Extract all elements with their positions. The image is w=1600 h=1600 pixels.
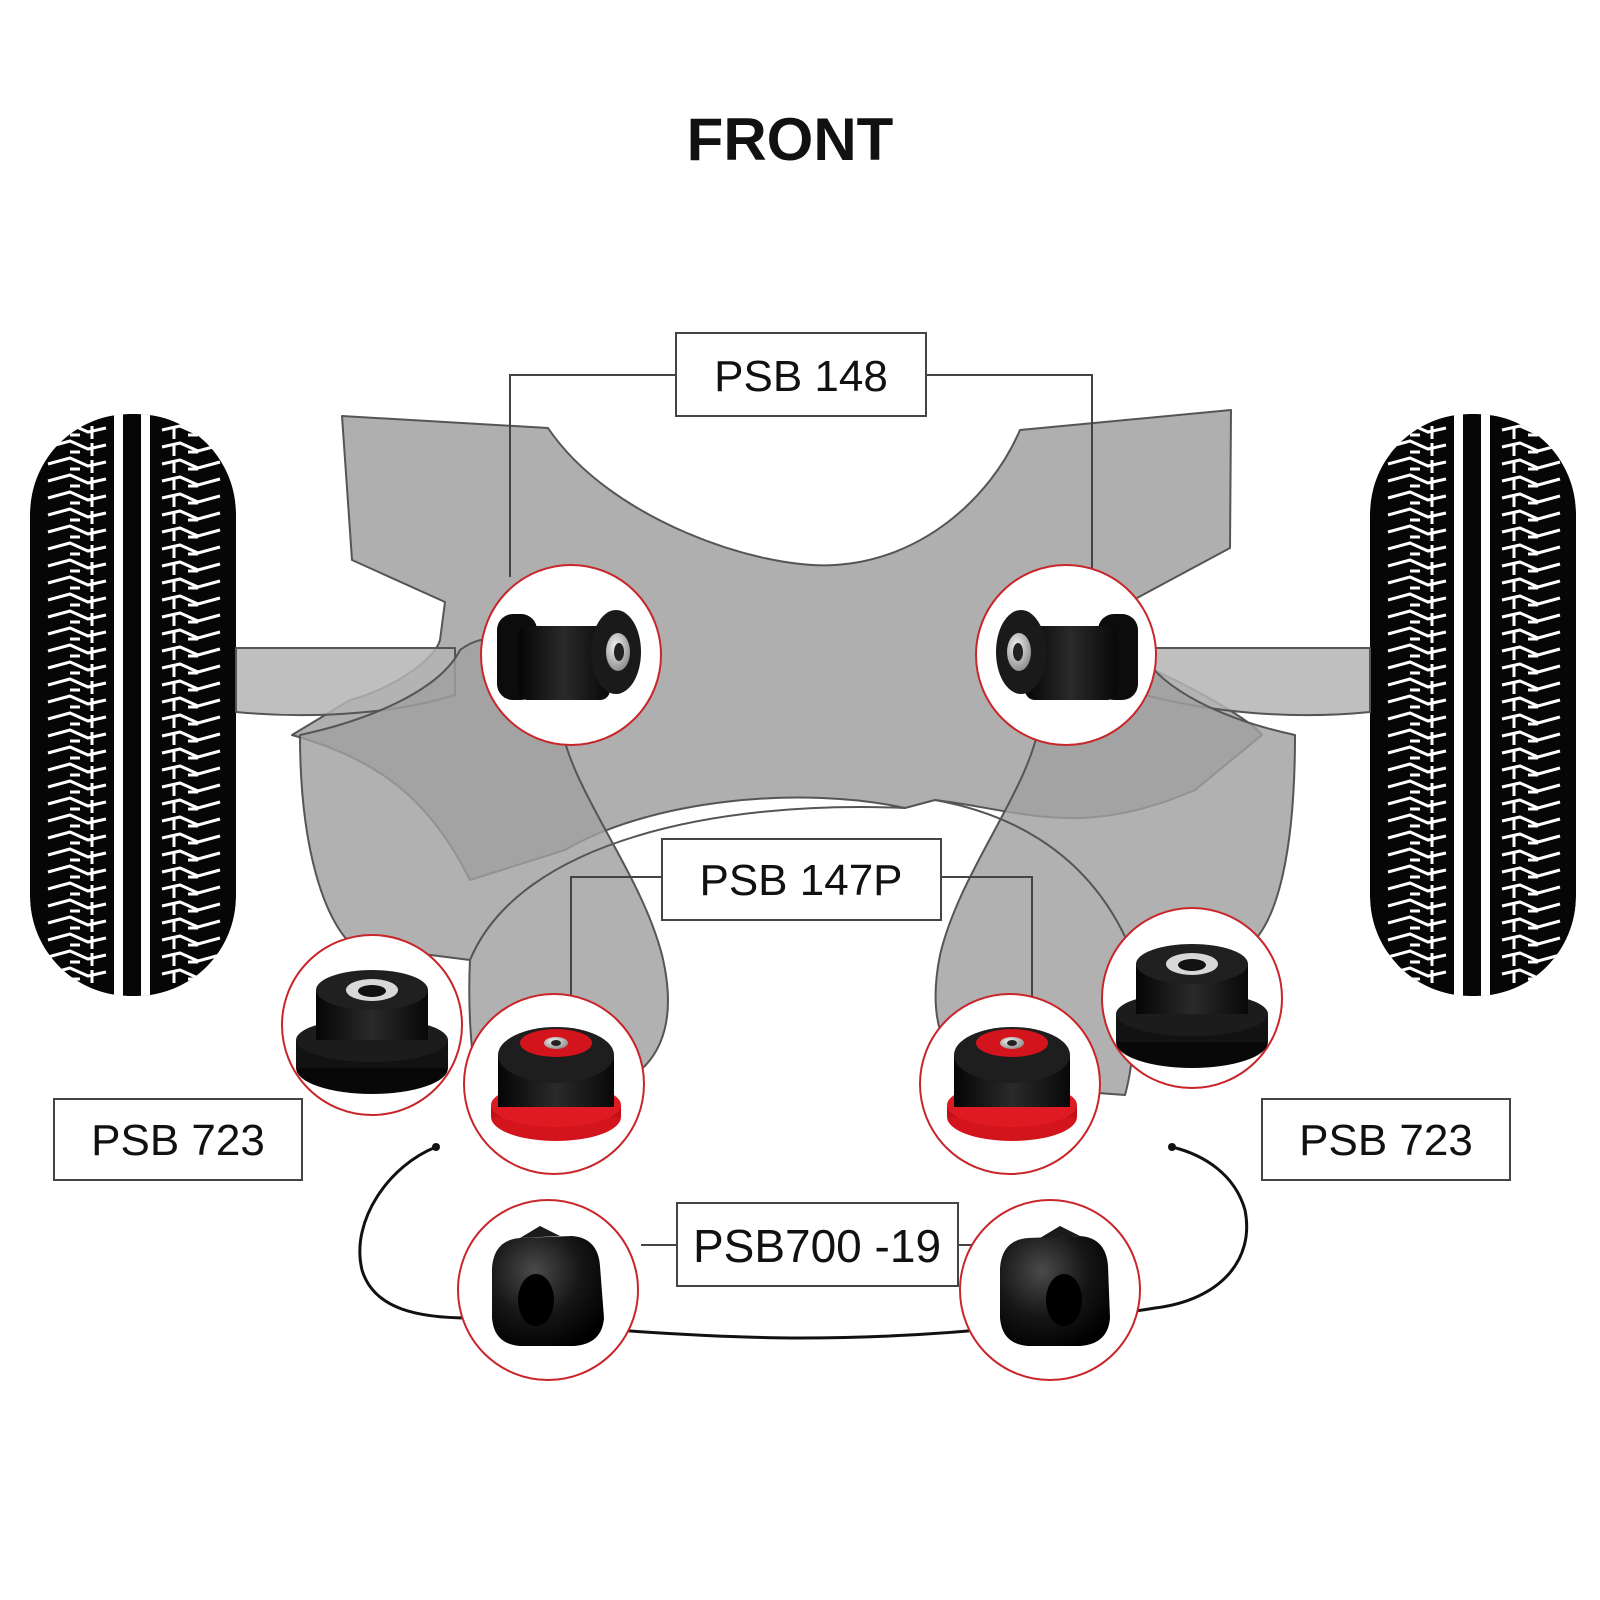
label-psb723-right-text: PSB 723: [1299, 1116, 1473, 1165]
page-title: FRONT: [687, 106, 894, 173]
left-wheel: [30, 414, 236, 996]
leader-lines: [509, 374, 1093, 1246]
leader-psb147p-right: [941, 876, 1033, 1008]
callout-antiroll-left: [457, 1199, 639, 1381]
cylindrical-bushing-icon: [996, 610, 1138, 700]
antiroll-bar: [358, 1143, 1249, 1340]
red-flanged-bushing-icon: [947, 1027, 1077, 1141]
red-flanged-bushing-icon: [491, 1027, 621, 1141]
cylindrical-bushing-icon: [497, 610, 641, 700]
callout-inner-left: [463, 993, 645, 1175]
tyre-tread-icon: [1370, 414, 1576, 996]
label-psb723-left-text: PSB 723: [91, 1116, 265, 1165]
callout-antiroll-right: [959, 1199, 1141, 1381]
label-psb148-text: PSB 148: [714, 352, 888, 401]
stepped-bushing-icon: [296, 970, 448, 1094]
label-psb148: PSB 148: [675, 332, 927, 417]
right-wheel: [1370, 414, 1576, 996]
stepped-bushing-icon: [1116, 944, 1268, 1068]
callout-outer-left: [281, 934, 463, 1116]
antiroll-bar-bushing-icon: [1000, 1226, 1110, 1346]
label-psb723-right: PSB 723: [1261, 1098, 1511, 1181]
callout-upper-left: [480, 564, 662, 746]
antiroll-bar-bushing-icon: [492, 1226, 604, 1346]
suspension-frame: [235, 409, 1371, 1096]
label-psb723-left: PSB 723: [53, 1098, 303, 1181]
label-psb700-19-text: PSB700 -19: [693, 1220, 941, 1272]
leader-psb147p-left: [570, 876, 662, 1008]
label-psb147p-text: PSB 147P: [699, 856, 902, 905]
leader-psb148-left: [509, 374, 676, 577]
callout-outer-right: [1101, 907, 1283, 1089]
tyre-tread-icon: [30, 414, 236, 996]
label-psb700-19: PSB700 -19: [676, 1202, 959, 1287]
callout-upper-right: [975, 564, 1157, 746]
label-psb147p: PSB 147P: [661, 838, 942, 921]
callout-inner-right: [919, 993, 1101, 1175]
leader-psb148-right: [926, 374, 1093, 577]
